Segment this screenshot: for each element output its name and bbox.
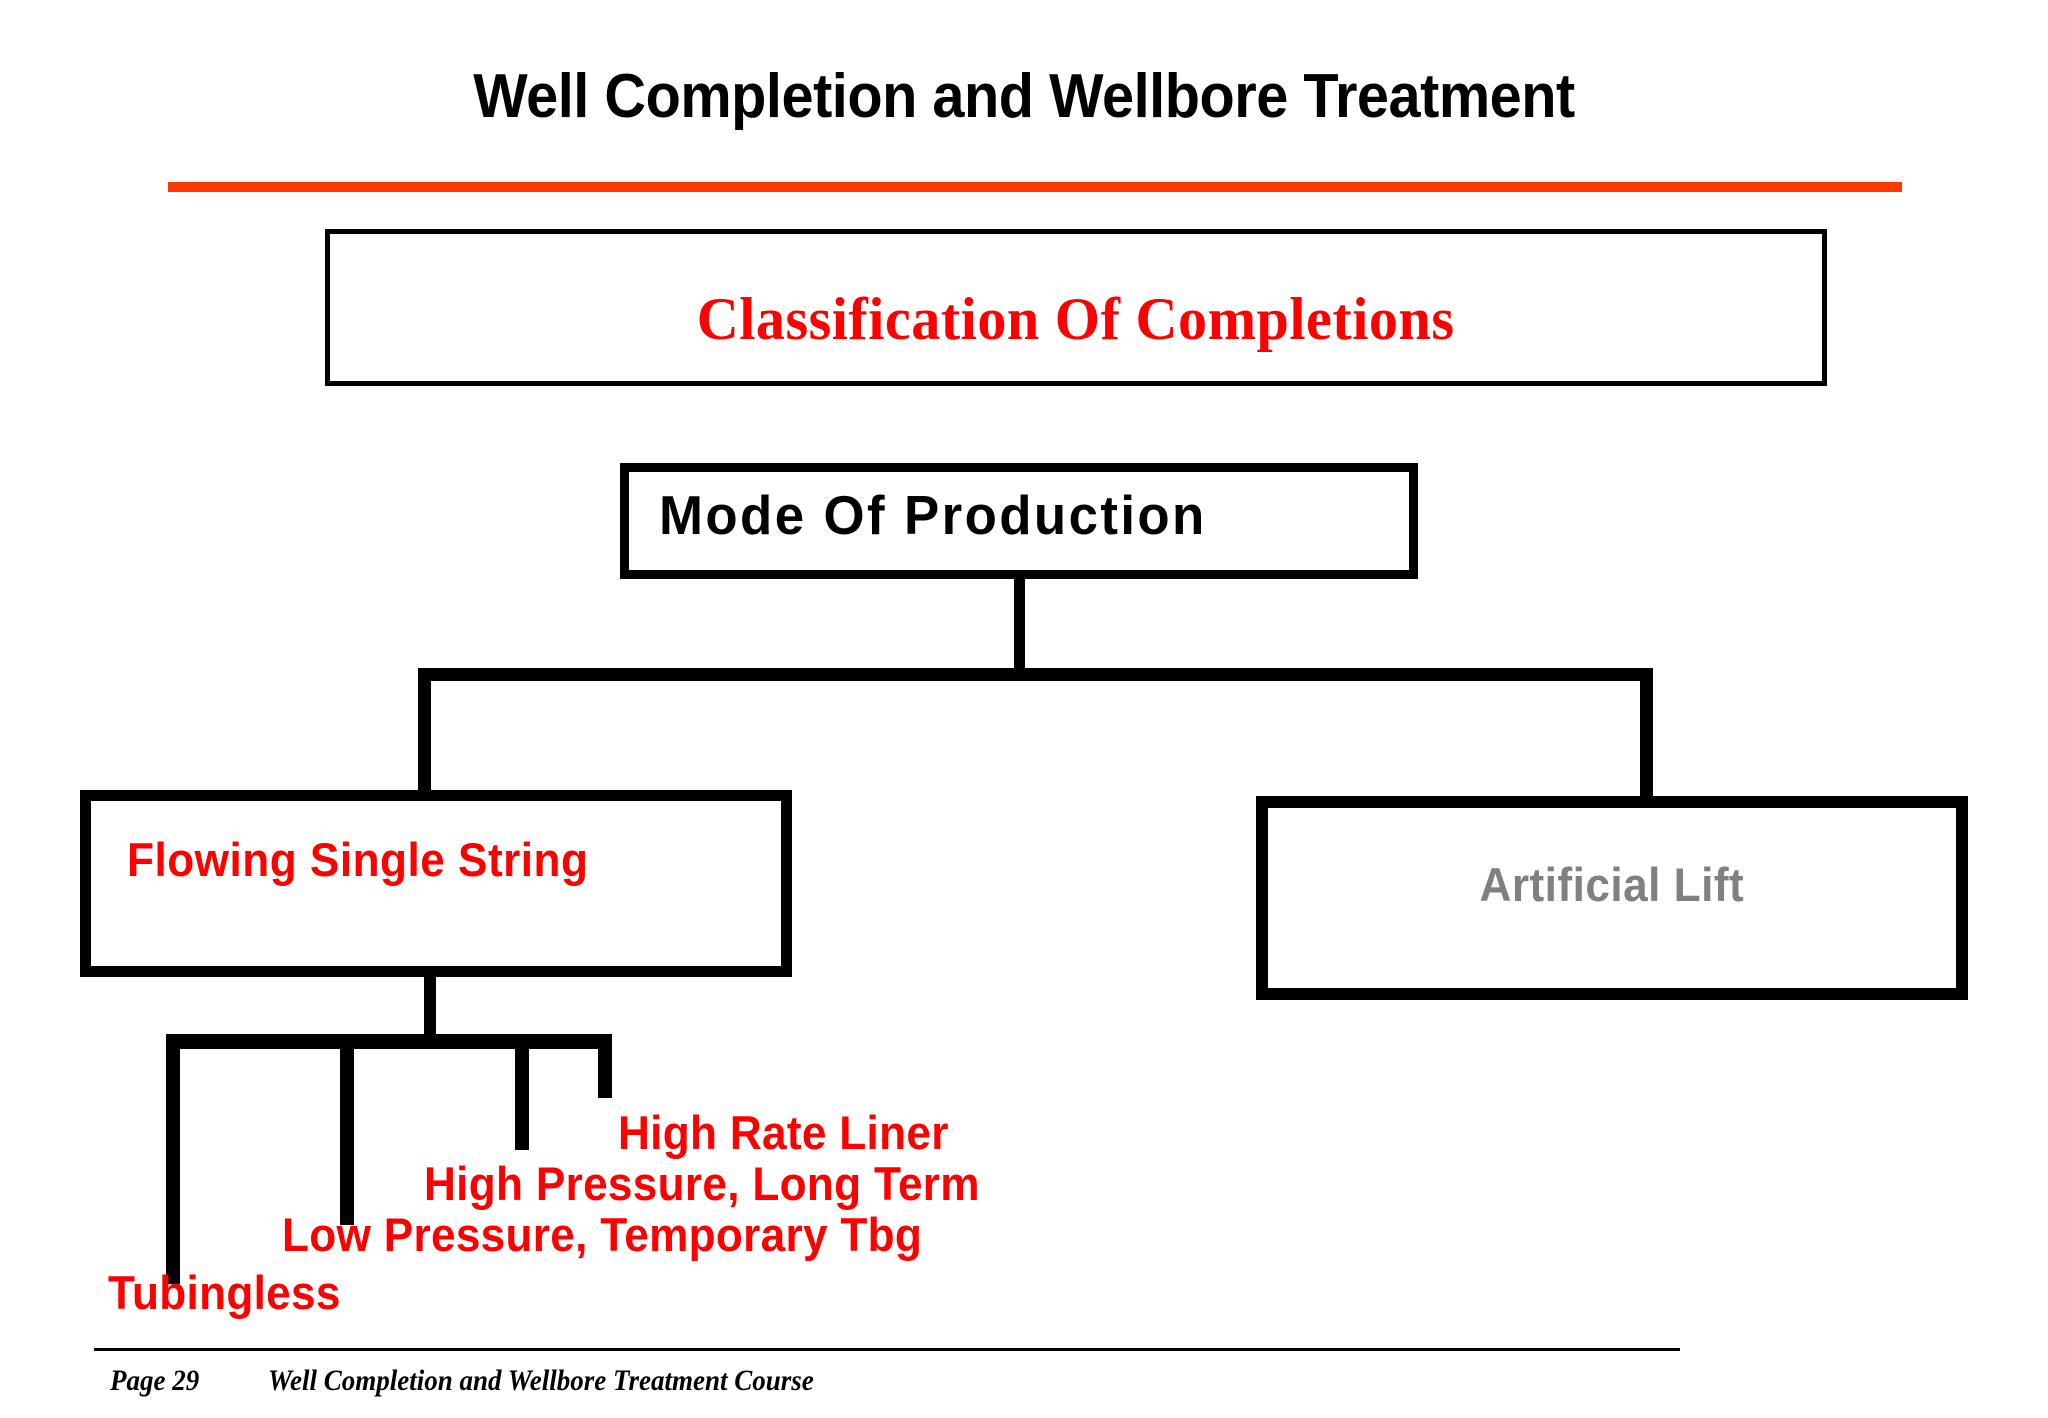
page-title: Well Completion and Wellbore Treatment xyxy=(473,62,1575,131)
connector-level1-right-drop xyxy=(1640,668,1653,804)
leaf-label-high-pressure-long-term: High Pressure, Long Term xyxy=(424,1157,980,1210)
classification-header-box: Classification Of Completions xyxy=(325,229,1827,386)
leaf-label-low-pressure-temporary-tbg: Low Pressure, Temporary Tbg xyxy=(282,1208,923,1261)
connector-flowing-single-string-stem xyxy=(424,970,436,1042)
title-accent-rule xyxy=(168,182,1902,192)
connector-level2-horizontal-bar xyxy=(166,1034,612,1049)
leaf-label-tubingless: Tubingless xyxy=(108,1266,341,1319)
footer-divider xyxy=(94,1348,1680,1351)
footer-page-number: Page 29 xyxy=(110,1364,200,1397)
node-flowing-single-string: Flowing Single String xyxy=(80,790,792,977)
connector-level1-horizontal-bar xyxy=(418,668,1653,681)
connector-leaf-drop-tubingless xyxy=(166,1034,180,1284)
node-mode-of-production-label: Mode Of Production xyxy=(659,484,1207,546)
footer-course-title: Well Completion and Wellbore Treatment C… xyxy=(268,1364,814,1397)
connector-mode-stem xyxy=(1014,574,1025,674)
connector-leaf-drop-high-pressure xyxy=(515,1034,529,1150)
node-artificial-lift-label: Artificial Lift xyxy=(1479,858,1745,911)
classification-header-label: Classification Of Completions xyxy=(697,285,1455,352)
node-artificial-lift: Artificial Lift xyxy=(1256,796,1968,1000)
leaf-label-high-rate-liner: High Rate Liner xyxy=(618,1106,949,1159)
node-mode-of-production: Mode Of Production xyxy=(620,463,1418,579)
connector-leaf-drop-low-pressure xyxy=(340,1034,354,1225)
connector-leaf-drop-high-rate-liner xyxy=(598,1034,612,1098)
node-flowing-single-string-label: Flowing Single String xyxy=(127,833,589,886)
connector-level1-left-drop xyxy=(418,668,431,798)
